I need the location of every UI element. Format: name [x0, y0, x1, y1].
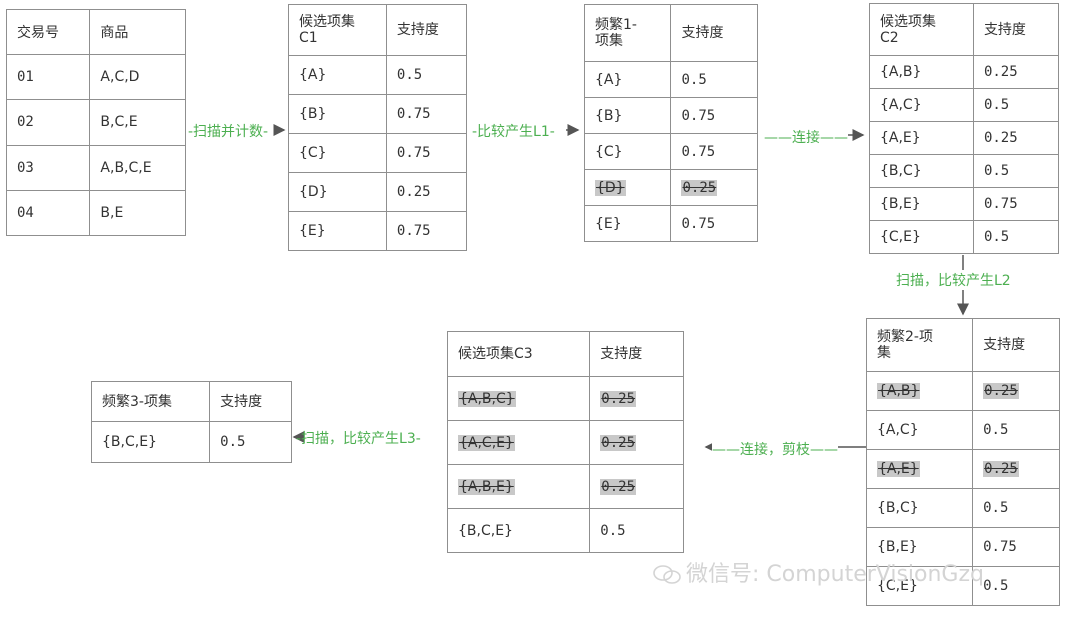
- itemset-cell: {A,E}: [869, 121, 974, 155]
- support-cell: 0.5: [670, 61, 758, 98]
- support-cell: 0.25: [385, 172, 468, 212]
- itemset-cell: {C}: [583, 133, 672, 170]
- itemset-cell-pruned: {A,B,C}: [446, 376, 591, 421]
- support-cell: 0.75: [385, 94, 468, 134]
- frequent-l2-table: 频繁2-项 集支持度 {A,B}0.25 {A,C}0.5 {A,E}0.25 …: [865, 318, 1060, 606]
- support-cell-pruned: 0.25: [589, 420, 684, 465]
- watermark: 微信号: ComputerVisionGzq: [652, 556, 984, 588]
- support-cell: 0.75: [670, 97, 758, 134]
- header-cell: 频繁2-项 集: [865, 318, 974, 372]
- itemset-cell: {B,C,E}: [446, 508, 591, 553]
- support-cell: 0.75: [670, 205, 758, 242]
- header-cell: 支持度: [972, 318, 1060, 372]
- support-cell-pruned: 0.25: [972, 449, 1060, 489]
- support-cell-pruned: 0.25: [589, 464, 684, 509]
- support-cell: 0.5: [972, 566, 1060, 606]
- itemset-cell: {B,E}: [869, 187, 974, 221]
- txn-id-cell: 04: [5, 189, 91, 237]
- items-cell: B,E: [89, 189, 186, 237]
- label-join: ——连接——: [764, 127, 848, 147]
- items-cell: B,C,E: [89, 99, 186, 146]
- header-cell: 支持度: [972, 3, 1060, 56]
- label-scan-count: -扫描并计数-: [188, 124, 269, 140]
- itemset-cell: {C}: [288, 133, 387, 173]
- itemset-cell: {B}: [288, 94, 387, 134]
- txn-id-cell: 03: [5, 144, 91, 191]
- header-cell: 频繁1- 项集: [583, 4, 672, 62]
- itemset-cell: {C,E}: [869, 220, 974, 254]
- label-scan-compare-l3: -扫描，比较产生L3-: [296, 431, 421, 447]
- label-scan-compare-l2: 扫描，比较产生L2: [896, 270, 1011, 290]
- itemset-cell: {B,E}: [865, 527, 974, 567]
- itemset-cell: {E}: [288, 211, 387, 251]
- itemset-cell: {B,C,E}: [90, 421, 211, 463]
- itemset-cell: {A}: [583, 61, 672, 98]
- itemset-cell: {E}: [583, 205, 672, 242]
- support-cell: 0.25: [972, 121, 1060, 155]
- itemset-cell: {A,B}: [869, 55, 974, 89]
- support-cell-pruned: 0.25: [670, 169, 758, 206]
- txn-id-cell: 01: [5, 54, 91, 101]
- header-cell: 频繁3-项集: [90, 381, 211, 422]
- label-compare-l1: -比较产生L1-: [472, 124, 555, 140]
- watermark-text: 微信号: ComputerVisionGzq: [686, 562, 984, 587]
- itemset-cell-pruned: {A,C,E}: [446, 420, 591, 465]
- header-cell: 候选项集C3: [446, 331, 591, 377]
- frequent-l1-table: 频繁1- 项集支持度 {A}0.5 {B}0.75 {C}0.75 {D}0.2…: [583, 4, 758, 242]
- itemset-cell-pruned: {A,B,E}: [446, 464, 591, 509]
- header-cell: 支持度: [385, 4, 468, 56]
- support-cell: 0.5: [209, 421, 292, 463]
- support-cell: 0.75: [972, 527, 1060, 567]
- itemset-cell-pruned: {A,E}: [865, 449, 974, 489]
- itemset-cell: {A}: [288, 55, 387, 95]
- support-cell: 0.5: [972, 220, 1060, 254]
- itemset-cell: {A,C}: [869, 88, 974, 122]
- support-cell: 0.5: [385, 55, 468, 95]
- support-cell-pruned: 0.25: [589, 376, 684, 421]
- frequent-l3-table: 频繁3-项集支持度 {B,C,E}0.5: [90, 381, 292, 463]
- support-cell: 0.5: [972, 410, 1060, 450]
- support-cell: 0.75: [972, 187, 1060, 221]
- itemset-cell: {C,E}: [865, 566, 974, 606]
- header-cell: 商品: [89, 8, 186, 56]
- header-cell: 支持度: [589, 331, 684, 377]
- itemset-cell: {D}: [288, 172, 387, 212]
- itemset-cell: {B}: [583, 97, 672, 134]
- header-cell: 支持度: [670, 4, 758, 62]
- items-cell: A,B,C,E: [89, 144, 186, 191]
- itemset-cell-pruned: {A,B}: [865, 371, 974, 411]
- support-cell: 0.25: [972, 55, 1060, 89]
- support-cell: 0.5: [972, 488, 1060, 528]
- itemset-cell: {B,C}: [869, 154, 974, 188]
- wechat-icon: [653, 565, 681, 584]
- support-cell: 0.5: [972, 88, 1060, 122]
- support-cell: 0.5: [589, 508, 684, 553]
- support-cell-pruned: 0.25: [972, 371, 1060, 411]
- items-cell: A,C,D: [89, 54, 186, 101]
- header-cell: 候选项集 C1: [288, 4, 387, 56]
- support-cell: 0.5: [972, 154, 1060, 188]
- header-cell: 候选项集 C2: [869, 3, 974, 56]
- header-cell: 交易号: [5, 8, 91, 56]
- label-join-prune: ——连接，剪枝——: [712, 439, 838, 459]
- support-cell: 0.75: [670, 133, 758, 170]
- itemset-cell-pruned: {D}: [583, 169, 672, 206]
- txn-id-cell: 02: [5, 99, 91, 146]
- itemset-cell: {B,C}: [865, 488, 974, 528]
- support-cell: 0.75: [385, 133, 468, 173]
- header-cell: 支持度: [209, 381, 292, 422]
- support-cell: 0.75: [385, 211, 468, 251]
- itemset-cell: {A,C}: [865, 410, 974, 450]
